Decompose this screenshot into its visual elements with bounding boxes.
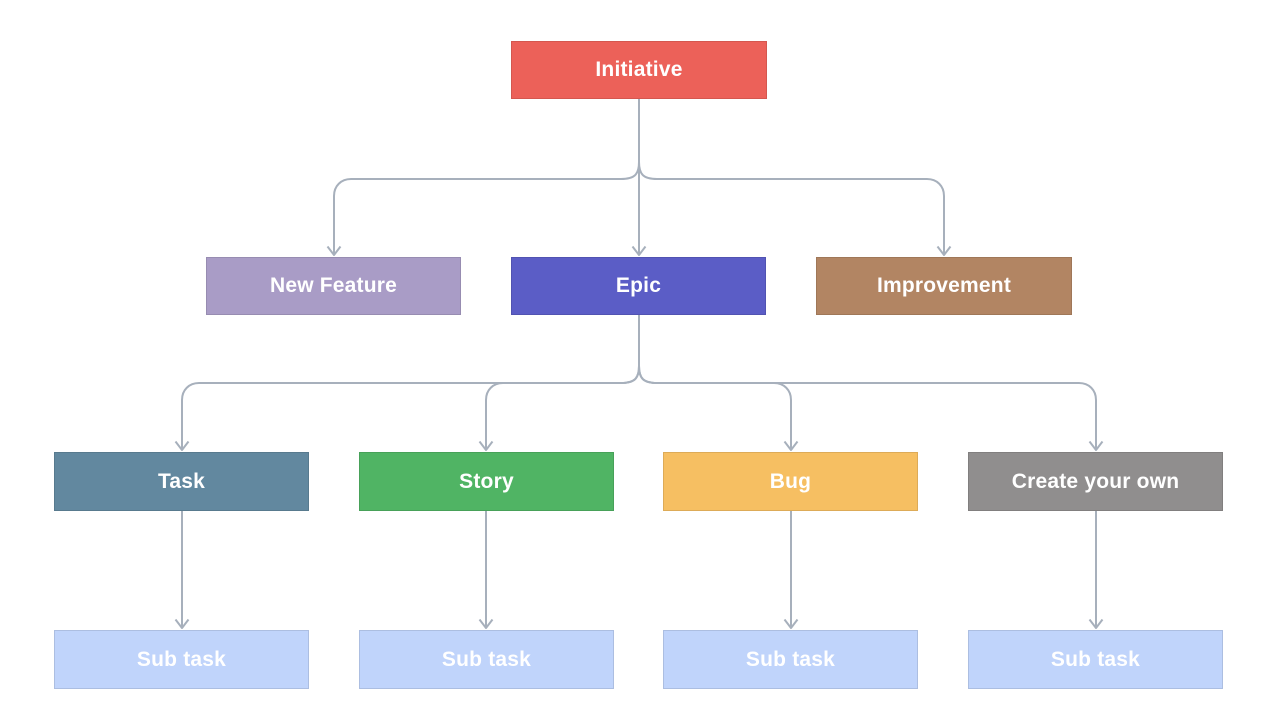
node-task-label: Task — [157, 469, 206, 493]
connector-story-subtask — [478, 511, 494, 629]
node-subtask-under-task: Sub task — [54, 630, 309, 689]
node-new-feature-label: New Feature — [269, 274, 398, 297]
connector-epic-story — [478, 365, 640, 451]
node-subtask-2-label: Sub task — [441, 647, 532, 671]
node-task: Task — [54, 452, 309, 511]
node-bug: Bug — [663, 452, 918, 511]
node-subtask-under-story: Sub task — [359, 630, 614, 689]
node-subtask-4-label: Sub task — [1050, 647, 1141, 671]
node-epic: Epic — [511, 257, 766, 315]
node-subtask-under-bug: Sub task — [663, 630, 918, 689]
node-subtask-1-label: Sub task — [136, 647, 227, 671]
node-improvement-label: Improvement — [876, 274, 1012, 297]
connector-epic-bug — [638, 365, 799, 451]
node-create-your-own: Create your own — [968, 452, 1223, 511]
connector-create-your-own-subtask — [1088, 511, 1104, 629]
node-new-feature: New Feature — [206, 257, 461, 315]
connector-bug-subtask — [783, 511, 799, 629]
connector-initiative-epic — [631, 99, 647, 256]
connector-initiative-improvement — [638, 161, 952, 256]
node-story-label: Story — [459, 469, 514, 493]
node-create-your-own-label: Create your own — [1011, 469, 1180, 493]
node-initiative-label: Initiative — [595, 58, 683, 81]
node-story: Story — [359, 452, 614, 511]
connector-initiative-new-feature — [326, 161, 640, 256]
node-initiative: Initiative — [511, 41, 767, 99]
node-bug-label: Bug — [769, 469, 812, 493]
connector-task-subtask — [174, 511, 190, 629]
connector-epic-task — [174, 365, 640, 451]
node-subtask-under-create-your-own: Sub task — [968, 630, 1223, 689]
node-improvement: Improvement — [816, 257, 1072, 315]
node-epic-label: Epic — [615, 274, 662, 297]
connector-epic-create-your-own — [638, 365, 1104, 451]
node-subtask-3-label: Sub task — [745, 647, 836, 671]
